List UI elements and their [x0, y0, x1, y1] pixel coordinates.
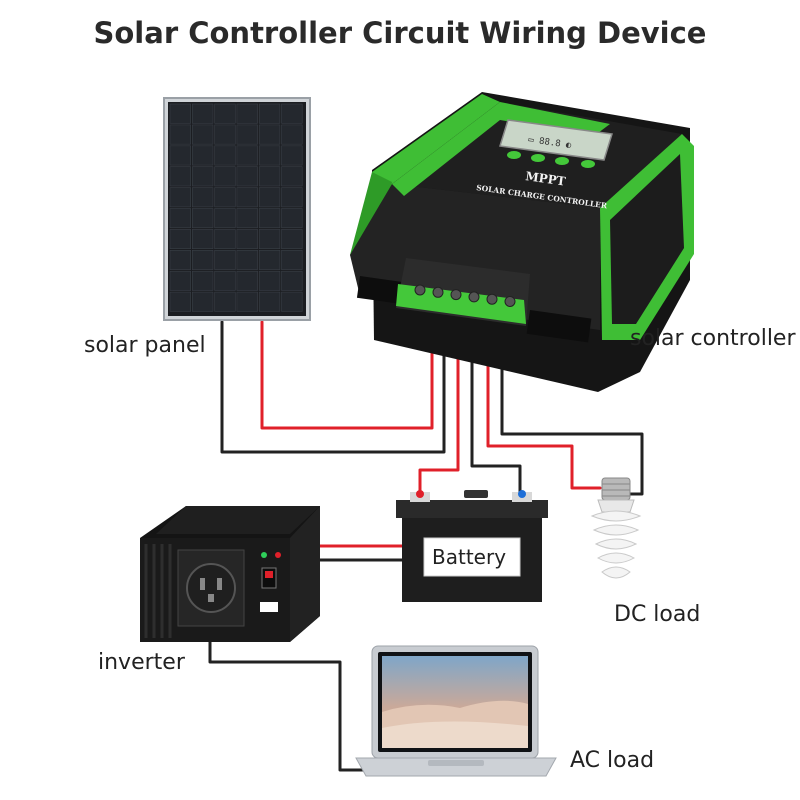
solar-cell	[169, 270, 192, 291]
controller-lcd	[499, 119, 613, 161]
dc-load-positive-wire	[486, 328, 602, 490]
terminal-block	[396, 258, 530, 326]
solar-cell	[192, 208, 214, 229]
solar-cell	[258, 208, 281, 229]
solar-cell	[236, 229, 258, 249]
solar-cell	[192, 270, 214, 291]
solar-panel	[163, 97, 311, 321]
solar-cell	[258, 270, 281, 291]
solar-cell	[258, 187, 281, 208]
solar-cell	[281, 229, 303, 249]
solar-cell	[192, 229, 214, 249]
solar-cell	[236, 124, 258, 145]
solar-cell	[258, 145, 281, 166]
solar-cell	[192, 103, 214, 124]
solar-cell	[214, 250, 236, 270]
solar-cell	[236, 187, 258, 208]
battery-positive-wire	[418, 320, 460, 502]
solar-cell	[214, 124, 236, 145]
solar-cell	[281, 145, 303, 166]
battery: Battery	[396, 490, 548, 602]
solar-cell	[214, 187, 236, 208]
solar-cell	[169, 166, 192, 187]
solar-cell	[258, 229, 281, 249]
solar-cell	[169, 187, 192, 208]
solar-cell	[236, 270, 258, 291]
solar-cell	[281, 187, 303, 208]
battery-label: Battery	[432, 545, 506, 569]
solar-cell	[169, 291, 192, 312]
dc-load-negative-wire	[500, 328, 644, 496]
terminal-screw	[468, 291, 480, 303]
solar-cell	[258, 291, 281, 312]
solar-cell	[214, 103, 236, 124]
ac-load-label: AC load	[570, 748, 655, 773]
solar-cell	[258, 103, 281, 124]
terminal-screws	[414, 284, 516, 307]
solar-cell	[169, 229, 192, 249]
solar-cell	[281, 270, 303, 291]
ac-load-laptop	[355, 645, 557, 777]
solar-cell	[192, 291, 214, 312]
solar-cell	[169, 103, 192, 124]
solar-cell	[192, 187, 214, 208]
controller-buttons	[507, 151, 595, 168]
solar-cell	[192, 250, 214, 270]
solar-cell	[258, 250, 281, 270]
solar-cell	[169, 124, 192, 145]
solar-cell	[236, 145, 258, 166]
terminal-screw	[414, 284, 426, 296]
solar-cell	[169, 208, 192, 229]
solar-controller: ▭ 88.8 ◐ MPPT SOLAR CHARGE CONTROLLER	[350, 92, 694, 392]
solar-cell	[214, 270, 236, 291]
battery-negative-wire	[470, 320, 522, 502]
solar-cell	[214, 145, 236, 166]
solar-cell	[236, 250, 258, 270]
terminal-screw	[486, 293, 498, 305]
terminal-screw	[504, 296, 516, 307]
solar-controller-label: solar controller	[630, 326, 796, 351]
solar-cell	[281, 166, 303, 187]
solar-cell	[281, 250, 303, 270]
solar-cell	[214, 208, 236, 229]
solar-cell	[169, 250, 192, 270]
inverter-label: inverter	[98, 650, 185, 675]
inverter-fins	[144, 544, 172, 638]
solar-cell	[214, 291, 236, 312]
solar-cell	[281, 291, 303, 312]
ac-load-wire	[208, 640, 372, 772]
solar-cell	[258, 124, 281, 145]
controller-brand: MPPT	[525, 169, 567, 188]
solar-panel-label: solar panel	[84, 333, 206, 358]
solar-cell	[281, 208, 303, 229]
solar-cell	[192, 124, 214, 145]
panel-grid	[169, 103, 303, 312]
solar-cell	[214, 229, 236, 249]
solar-cell	[192, 145, 214, 166]
solar-cell	[236, 291, 258, 312]
inverter	[140, 506, 320, 642]
terminal-screw	[432, 286, 444, 298]
panel-positive-wire	[260, 320, 434, 430]
solar-cell	[236, 103, 258, 124]
solar-cell	[236, 166, 258, 187]
solar-cell	[258, 166, 281, 187]
dc-load-label: DC load	[614, 602, 701, 627]
solar-cell	[214, 166, 236, 187]
wires	[208, 320, 644, 772]
solar-cell	[281, 103, 303, 124]
solar-cell	[281, 124, 303, 145]
solar-cell	[169, 145, 192, 166]
page-title: Solar Controller Circuit Wiring Device	[93, 16, 707, 50]
panel-negative-wire	[220, 320, 446, 454]
solar-cell	[236, 208, 258, 229]
dc-load-bulb	[590, 477, 642, 579]
terminal-screw	[450, 289, 462, 301]
solar-cell	[192, 166, 214, 187]
